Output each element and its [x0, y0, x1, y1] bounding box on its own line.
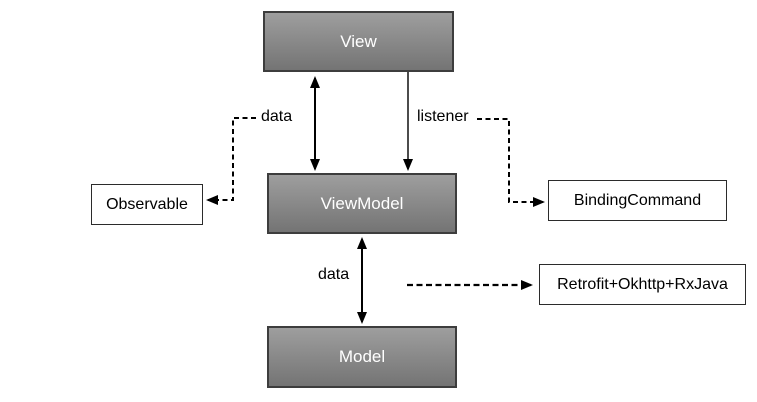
- node-bindingcommand: BindingCommand: [548, 180, 727, 221]
- connector-listener-bindingcommand: [477, 118, 545, 207]
- node-view-label: View: [340, 31, 377, 51]
- edge-label-listener: listener: [417, 108, 469, 125]
- node-retrofit-label: Retrofit+Okhttp+RxJava: [557, 275, 728, 293]
- connector-data-observable: [206, 117, 256, 205]
- node-observable: Observable: [91, 184, 203, 225]
- node-bindingcommand-label: BindingCommand: [573, 191, 702, 209]
- node-model-label: Model: [338, 347, 386, 366]
- node-retrofit: Retrofit+Okhttp+RxJava: [539, 264, 746, 305]
- node-view: View: [263, 11, 454, 72]
- edge-label-data-view-viewmodel: data: [261, 108, 293, 125]
- node-viewmodel: ViewModel: [267, 173, 457, 234]
- edge-label-data-viewmodel-model: data: [318, 266, 350, 283]
- node-observable-label: Observable: [106, 195, 188, 213]
- node-viewmodel-label: ViewModel: [320, 193, 404, 213]
- node-model: Model: [267, 326, 457, 388]
